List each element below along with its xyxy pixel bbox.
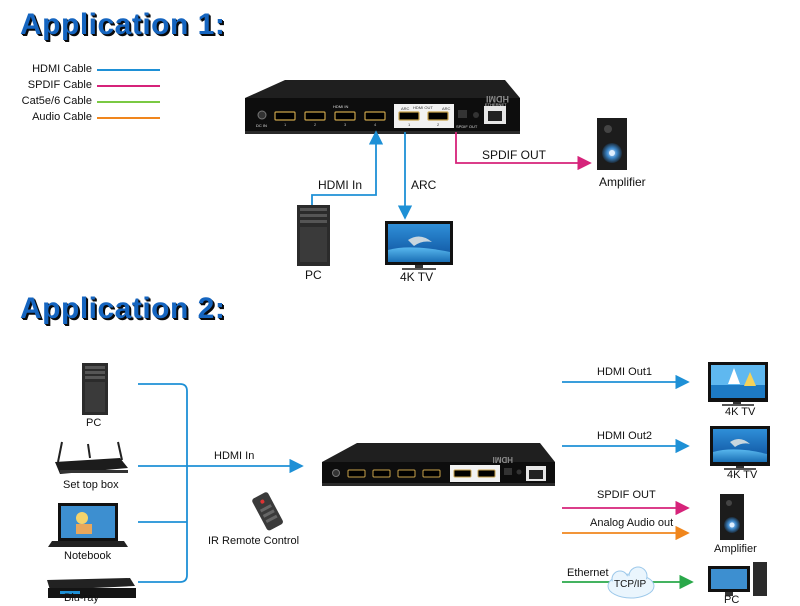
app2-amplifier-label: Amplifier	[714, 543, 757, 555]
app2-settopbox-icon	[55, 441, 128, 474]
app2-ir-remote-icon	[252, 492, 283, 531]
app2-source-stb-label: Set top box	[63, 479, 119, 491]
app1-amplifier-icon	[597, 118, 627, 170]
app1-arc-label: ARC	[411, 178, 437, 192]
app2-out1-label: HDMI Out1	[597, 366, 653, 378]
app2-hdmi-in-label: HDMI In	[214, 450, 255, 462]
app2-pc-out-icon	[708, 562, 767, 596]
app1-hdmi-in-label: HDMI In	[318, 178, 363, 192]
legend-spdif-label: SPDIF Cable	[27, 79, 92, 91]
legend-cat-label: Cat5e/6 Cable	[21, 95, 92, 107]
app2-title: Application 2:	[20, 292, 226, 325]
device1-spdif-text: SPDIF OUT	[456, 124, 478, 129]
app2-source-bus	[138, 383, 188, 583]
app2-out2-label: HDMI Out2	[597, 430, 653, 442]
device1-port-4: 4	[374, 122, 377, 127]
app1-tv-icon	[385, 221, 453, 270]
device1-port-3: 3	[344, 122, 347, 127]
app2-spdif-label: SPDIF OUT	[597, 489, 656, 501]
device1-ethernet-text: ETHERNET	[485, 102, 507, 107]
app1-spdif-cable	[455, 132, 592, 171]
app2-tv2-label: 4K TV	[727, 469, 758, 481]
app1-amplifier-label: Amplifier	[599, 175, 646, 189]
app2-ethernet-label: Ethernet	[567, 567, 609, 579]
app1-pc-label: PC	[305, 268, 322, 282]
app1-title: Application 1:	[20, 8, 226, 41]
device1-out-port-2: 2	[437, 122, 440, 127]
app2-source-pc-label: PC	[86, 417, 102, 429]
app1-spdif-label: SPDIF OUT	[482, 148, 547, 162]
device1-arc-2: ARC	[442, 106, 451, 111]
app2-bluray-icon	[47, 578, 136, 598]
app2-tcpip-label: TCP/IP	[614, 579, 647, 590]
app2-notebook-icon	[48, 503, 128, 547]
app2-pc-icon	[82, 363, 108, 415]
device1-dcin-text: DC IN	[256, 123, 267, 128]
device1-port-2: 2	[314, 122, 317, 127]
device1-hdmi-in-text: HDMI IN	[333, 104, 348, 109]
app2-remote-label: IR Remote Control	[208, 535, 300, 547]
device1-logo: HDMI	[486, 94, 509, 104]
device1-hdmi-out-text: HDMI OUT	[413, 105, 433, 110]
app1-tv-label: 4K TV	[400, 270, 434, 284]
app2-analog-label: Analog Audio out	[590, 517, 674, 529]
hdmi-switch-device-1	[245, 80, 520, 134]
device1-port-1: 1	[284, 122, 287, 127]
app2-tv2-icon	[710, 426, 770, 470]
tcpip-cloud-icon	[607, 566, 655, 599]
app2-tv1-label: 4K TV	[725, 406, 756, 418]
app2-source-notebook-label: Notebook	[64, 550, 112, 562]
app1-pc-icon	[297, 205, 330, 266]
legend-hdmi-label: HDMI Cable	[32, 63, 92, 75]
device1-arc-1: ARC	[401, 106, 410, 111]
device1-out-port-1: 1	[408, 122, 411, 127]
app2-source-bluray-label: Blu-ray	[64, 592, 99, 604]
device2-logo: HDMI	[493, 455, 513, 464]
legend-audio-label: Audio Cable	[32, 111, 92, 123]
hdmi-switch-device-2	[322, 443, 555, 486]
app2-amplifier-icon	[720, 494, 744, 540]
app2-pc-out-label: PC	[724, 594, 740, 606]
app1-hdmi-in-cable	[311, 130, 384, 212]
app2-tv1-icon	[708, 362, 768, 406]
